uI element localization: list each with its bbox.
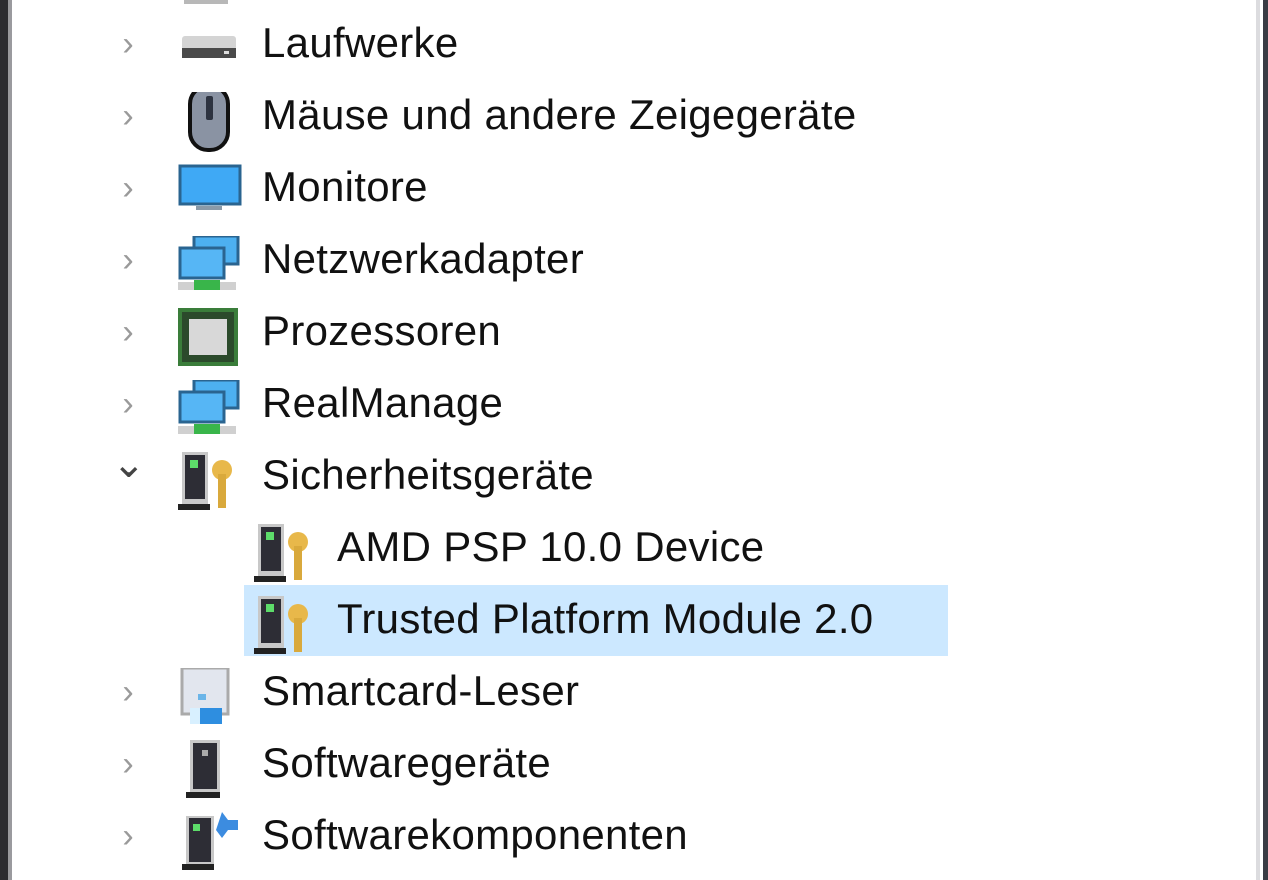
tree-item-label: Mäuse und andere Zeigegeräte <box>262 91 857 138</box>
tree-item-label: Softwarekomponenten <box>262 811 688 858</box>
chevron-right-icon[interactable]: › <box>122 385 134 423</box>
tree-item[interactable]: › Softwaregeräte <box>0 728 1250 800</box>
chevron-right-icon[interactable]: › <box>122 97 134 135</box>
tree-item[interactable]: › RealManage <box>0 368 1250 440</box>
chevron-right-icon[interactable]: › <box>122 241 134 279</box>
tree-item[interactable]: › Netzwerkadapter <box>0 224 1250 296</box>
chevron-right-icon[interactable]: › <box>122 25 134 63</box>
tree-item[interactable]: › Softwarekomponenten <box>0 800 1250 872</box>
drive-icon <box>176 20 242 70</box>
smartcard-reader-icon <box>176 666 242 724</box>
tree-item-label: Smartcard-Leser <box>262 667 580 714</box>
partial-icon-above <box>184 0 228 4</box>
tree-item[interactable]: › Prozessoren <box>0 296 1250 368</box>
network-adapter-icon <box>176 378 242 434</box>
tree-item[interactable]: › Monitore <box>0 152 1250 224</box>
window-border-left <box>0 0 8 880</box>
tree-item[interactable]: › Smartcard-Leser <box>0 656 1250 728</box>
security-device-icon <box>176 452 242 510</box>
security-device-icon <box>252 596 318 654</box>
chevron-right-icon[interactable]: › <box>122 313 134 351</box>
chevron-right-icon[interactable]: › <box>122 817 134 855</box>
tree-item-selected[interactable]: Trusted Platform Module 2.0 <box>0 584 1250 656</box>
tree-item-label: Laufwerke <box>262 19 459 66</box>
tree-item-label: Netzwerkadapter <box>262 235 584 282</box>
chevron-right-icon[interactable]: › <box>122 673 134 711</box>
chevron-right-icon[interactable]: › <box>122 169 134 207</box>
tree-item[interactable]: ⌄ Sicherheitsgeräte <box>0 440 1250 512</box>
mouse-icon <box>176 84 242 152</box>
tree-item-label: Trusted Platform Module 2.0 <box>337 595 874 642</box>
software-component-icon <box>176 812 242 870</box>
selection-highlight <box>244 585 948 656</box>
tree-item-label: Monitore <box>262 163 428 210</box>
network-adapter-icon <box>176 234 242 290</box>
chevron-right-icon[interactable]: › <box>122 745 134 783</box>
tree-item-label: AMD PSP 10.0 Device <box>337 523 765 570</box>
tree-item[interactable]: › Laufwerke <box>0 8 1250 80</box>
scrollbar-track[interactable] <box>1256 0 1260 880</box>
window-border-right <box>1263 0 1268 880</box>
security-device-icon <box>252 524 318 582</box>
tree-item-label: Sicherheitsgeräte <box>262 451 594 498</box>
tree-item-label: RealManage <box>262 379 504 426</box>
monitor-icon <box>176 164 242 214</box>
tree-item[interactable]: › Mäuse und andere Zeigegeräte <box>0 80 1250 152</box>
window-border-left-inner <box>8 0 12 880</box>
software-device-icon <box>176 740 242 798</box>
tree-item-label: Softwaregeräte <box>262 739 552 786</box>
chevron-down-icon[interactable]: ⌄ <box>112 442 146 486</box>
tree-item[interactable]: AMD PSP 10.0 Device <box>0 512 1250 584</box>
processor-icon <box>176 308 242 366</box>
tree-item-label: Prozessoren <box>262 307 502 354</box>
